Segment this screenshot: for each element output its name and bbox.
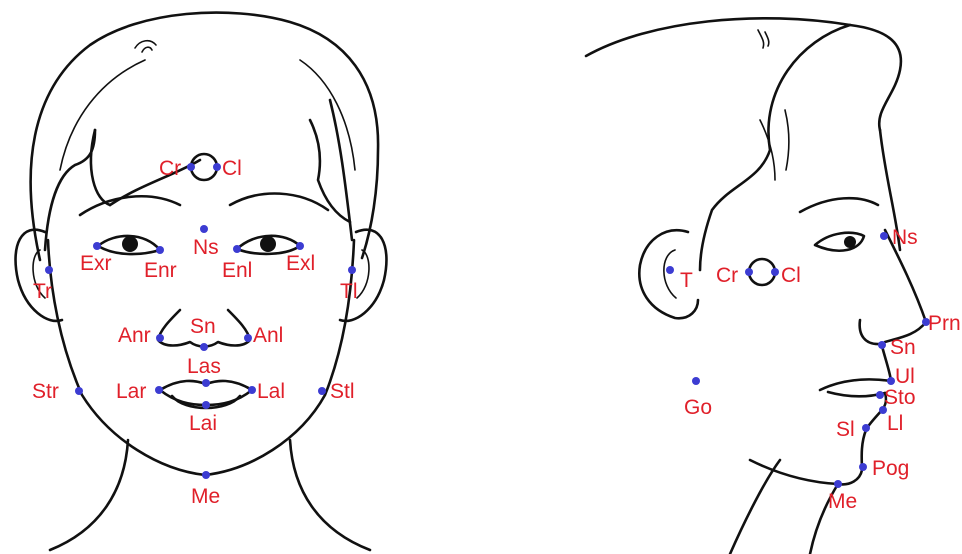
front-cr-point: [187, 163, 195, 171]
side-me-label: Me: [828, 490, 857, 513]
front-enl-point: [233, 245, 241, 253]
side-ns-point: [880, 232, 888, 240]
front-lar-label: Lar: [116, 380, 146, 403]
side-sto-label: Sto: [884, 386, 916, 409]
front-ns-point: [200, 225, 208, 233]
front-cr-label: Cr: [159, 157, 181, 180]
front-tr-label: Tr: [33, 280, 52, 303]
front-enr-label: Enr: [144, 259, 177, 282]
front-exl-label: Exl: [286, 252, 315, 275]
side-ul-label: Ul: [895, 365, 915, 388]
side-cl-point: [771, 268, 779, 276]
side-ns-label: Ns: [892, 226, 918, 249]
side-cr-point: [745, 268, 753, 276]
front-lar-point: [155, 386, 163, 394]
front-tl-point: [348, 266, 356, 274]
front-sn-label: Sn: [190, 315, 216, 338]
side-pog-point: [859, 463, 867, 471]
front-ns-label: Ns: [193, 236, 219, 259]
front-tr-point: [45, 266, 53, 274]
front-anr-point: [156, 334, 164, 342]
front-exr-point: [93, 242, 101, 250]
front-lal-label: Lal: [257, 380, 285, 403]
front-tl-label: Tl: [340, 280, 358, 303]
front-exl-point: [296, 242, 304, 250]
side-go-point: [692, 377, 700, 385]
front-las-point: [202, 379, 210, 387]
front-str-label: Str: [32, 380, 59, 403]
side-t-point: [666, 266, 674, 274]
front-stl-point: [318, 387, 326, 395]
front-sn-point: [200, 343, 208, 351]
side-me-point: [834, 480, 842, 488]
front-me-label: Me: [191, 485, 220, 508]
front-landmark-labels: Cr Cl Ns Exr Enr Enl Exl Tr Tl Sn Anr An…: [32, 157, 358, 508]
side-cl-label: Cl: [781, 264, 801, 287]
front-str-point: [75, 387, 83, 395]
front-cl-label: Cl: [222, 157, 242, 180]
side-landmark-labels: Ns T Cr Cl Prn Sn Go Ul Sto Sl Ll Pog Me: [680, 226, 961, 513]
front-stl-label: Stl: [330, 380, 355, 403]
front-lal-point: [248, 386, 256, 394]
side-ll-label: Ll: [887, 412, 903, 435]
front-me-point: [202, 471, 210, 479]
front-lai-label: Lai: [189, 412, 217, 435]
front-cl-point: [213, 163, 221, 171]
side-sn-label: Sn: [890, 336, 916, 359]
side-sl-label: Sl: [836, 418, 855, 441]
side-prn-label: Prn: [928, 312, 961, 335]
front-face-drawing: [16, 13, 387, 550]
side-sl-point: [862, 424, 870, 432]
front-las-label: Las: [187, 355, 221, 378]
front-anr-label: Anr: [118, 324, 151, 347]
side-t-label: T: [680, 269, 693, 292]
side-ul-point: [887, 377, 895, 385]
side-sto-point: [876, 391, 884, 399]
side-sn-point: [878, 341, 886, 349]
front-enr-point: [156, 246, 164, 254]
front-lai-point: [202, 401, 210, 409]
front-anl-label: Anl: [253, 324, 283, 347]
side-pog-label: Pog: [872, 457, 909, 480]
front-enl-label: Enl: [222, 259, 252, 282]
front-exr-label: Exr: [80, 252, 112, 275]
side-go-label: Go: [684, 396, 712, 419]
side-cr-label: Cr: [716, 264, 738, 287]
front-anl-point: [244, 334, 252, 342]
